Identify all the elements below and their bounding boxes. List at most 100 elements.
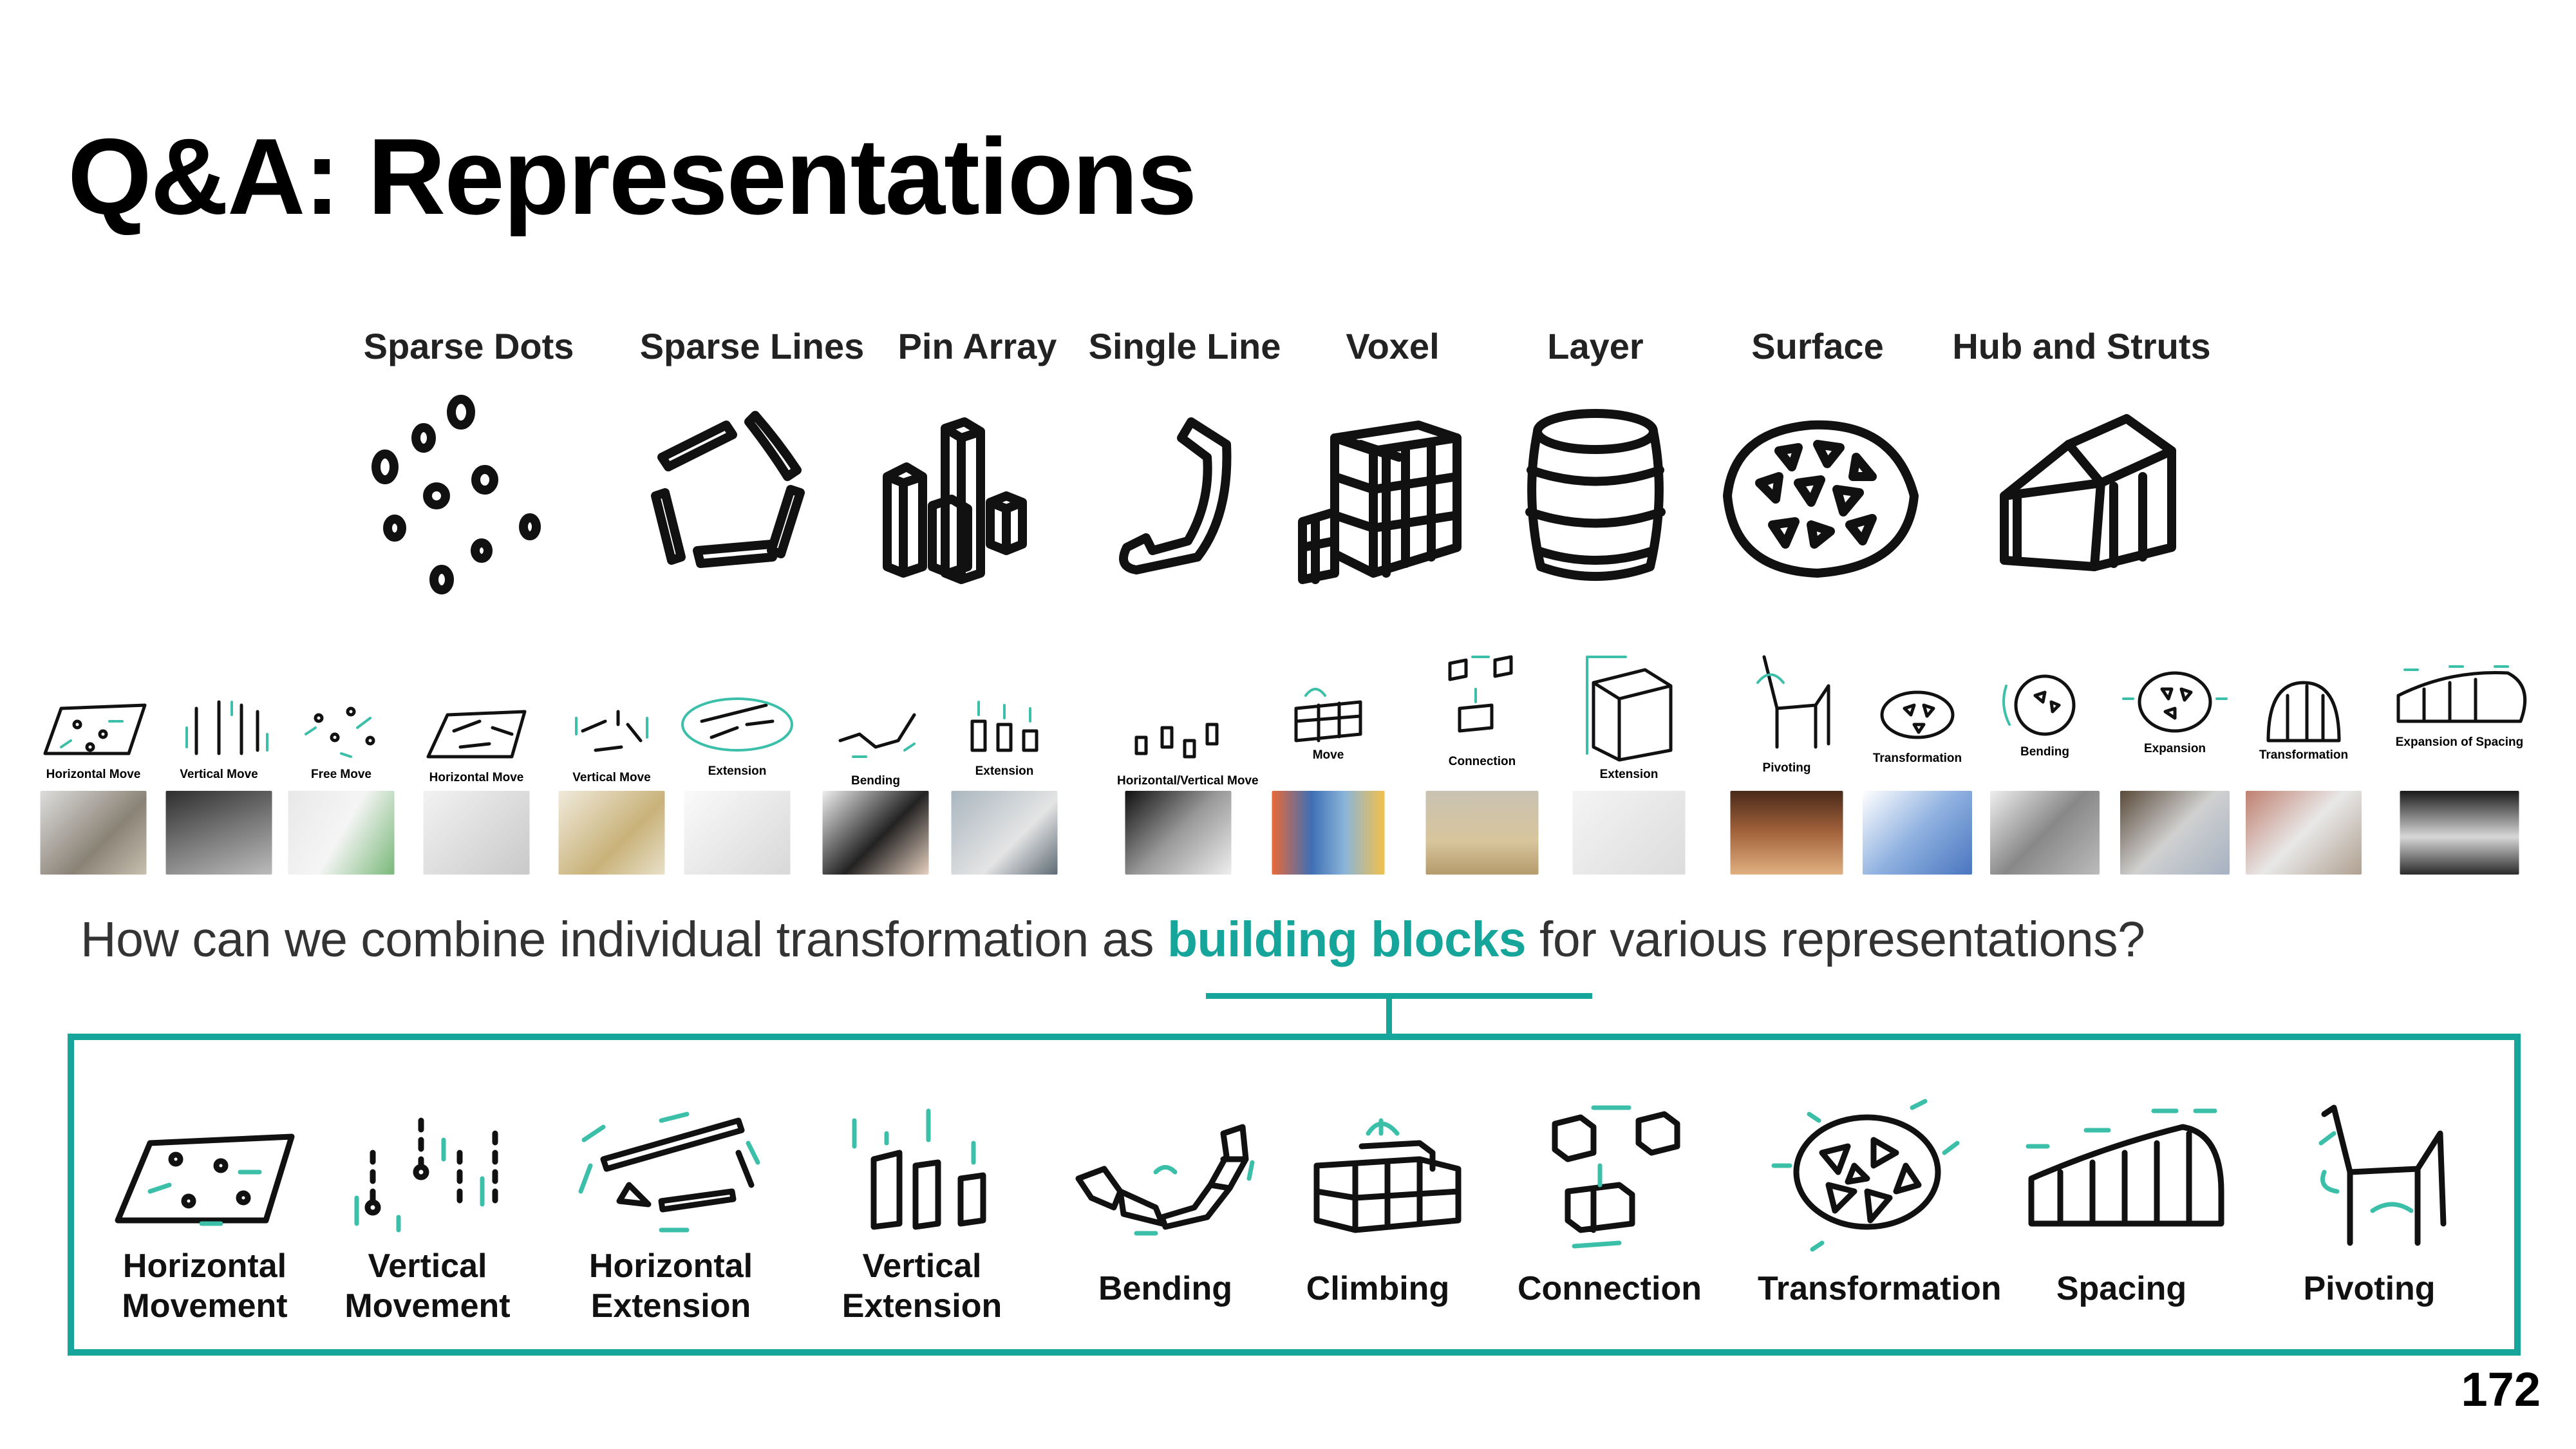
rep-label-hub-and-struts: Hub and Struts — [1952, 326, 2211, 366]
horizontal-extension-icon — [565, 1095, 777, 1243]
example-extension-2: Extension — [943, 686, 1066, 779]
voxel-sketch-icon — [1277, 386, 1509, 599]
example-label: Extension — [708, 764, 767, 778]
example-label: Free Move — [311, 768, 371, 781]
example-sketch-icon — [415, 692, 538, 770]
example-label: Horizontal Move — [429, 771, 524, 784]
block-pivoting: Pivoting — [2263, 1095, 2476, 1307]
example-label: Vertical Move — [572, 771, 651, 784]
example-horizontal-move: Horizontal Move — [32, 689, 155, 782]
example-label: Move — [1312, 748, 1344, 762]
bending-icon — [1059, 1095, 1272, 1243]
example-photo — [288, 791, 395, 875]
example-photo — [1730, 791, 1843, 875]
block-transformation: Transformation — [1758, 1095, 2002, 1307]
example-extension: Extension — [676, 686, 798, 779]
sparse-lines-sketch-icon — [636, 386, 868, 599]
example-sketch-icon — [1421, 644, 1543, 753]
example-sketch-icon — [676, 686, 798, 763]
example-label: Horizontal/Vertical Move — [1117, 774, 1259, 788]
vertical-movement-icon — [321, 1095, 534, 1243]
example-label: Bending — [2020, 745, 2069, 759]
example-label: Extension — [975, 764, 1034, 778]
example-expansion-of-spacing: Expansion of Spacing — [2379, 657, 2540, 750]
example-expansion: Expansion — [2114, 663, 2236, 756]
example-photo — [1125, 791, 1232, 875]
block-label: Connection — [1518, 1270, 1702, 1307]
example-photo — [40, 791, 147, 875]
example-photo — [2246, 791, 2362, 875]
example-sketch-icon — [1568, 644, 1690, 766]
example-label: Expansion — [2143, 742, 2206, 755]
example-sketch-icon — [1117, 696, 1239, 773]
vertical-extension-icon — [816, 1095, 1028, 1243]
example-sketch-icon — [158, 689, 280, 766]
question-after: for various representations? — [1526, 912, 2145, 967]
horizontal-movement-icon — [99, 1095, 311, 1243]
example-photo — [951, 791, 1058, 875]
example-photo — [423, 791, 530, 875]
example-photo — [822, 791, 929, 875]
block-spacing: Spacing — [2015, 1095, 2228, 1307]
connection-icon — [1503, 1095, 1716, 1249]
example-extension-3: Extension — [1568, 644, 1690, 782]
example-sketch-icon — [2242, 670, 2365, 747]
example-vertical-move: Vertical Move — [158, 689, 280, 782]
example-horizontal-move-2: Horizontal Move — [415, 692, 538, 785]
example-sketch-icon — [814, 696, 937, 773]
block-label: Bending — [1098, 1270, 1232, 1307]
example-label: Vertical Move — [180, 768, 258, 781]
rep-label-pin-array: Pin Array — [898, 326, 1057, 366]
question-before: How can we combine individual transforma… — [80, 912, 1167, 967]
block-label: Climbing — [1306, 1270, 1450, 1307]
example-photo — [1863, 791, 1972, 875]
example-photo — [1272, 791, 1385, 875]
rep-label-voxel: Voxel — [1346, 326, 1440, 366]
example-sketch-icon — [2379, 657, 2540, 734]
example-sketch-icon — [1984, 667, 2106, 744]
example-photo — [1990, 791, 2100, 875]
example-label: Expansion of Spacing — [2395, 735, 2524, 749]
rep-label-sparse-dots: Sparse Dots — [363, 326, 574, 366]
bracket-horizontal — [1206, 993, 1592, 999]
example-photo — [2120, 791, 2230, 875]
block-bending: Bending — [1059, 1095, 1272, 1307]
single-line-sketch-icon — [1069, 386, 1301, 599]
surface-sketch-icon — [1702, 386, 1933, 599]
example-sketch-icon — [280, 689, 402, 766]
example-sketch-icon — [32, 689, 155, 766]
slide-title: Q&A: Representations — [68, 116, 1197, 237]
example-vertical-move-2: Vertical Move — [550, 692, 673, 785]
spacing-icon — [2015, 1095, 2228, 1243]
page-number: 172 — [2461, 1363, 2541, 1416]
climbing-icon — [1272, 1095, 1484, 1243]
building-blocks-box — [68, 1034, 2521, 1356]
example-label: Bending — [851, 774, 900, 788]
example-label: Transformation — [1872, 752, 1962, 765]
rep-label-layer: Layer — [1547, 326, 1644, 366]
rep-label-surface: Surface — [1751, 326, 1884, 366]
example-photo — [1572, 791, 1686, 875]
example-photo — [1425, 791, 1539, 875]
hub-and-struts-sketch-icon — [1966, 386, 2197, 599]
example-transformation: Transformation — [1856, 673, 1979, 766]
bracket-vertical — [1386, 996, 1392, 1036]
example-label: Transformation — [2259, 748, 2349, 762]
example-sketch-icon — [550, 692, 673, 770]
question-highlight: building blocks — [1167, 912, 1527, 967]
example-sketch-icon — [1267, 670, 1389, 747]
example-connection: Connection — [1421, 644, 1543, 769]
example-transformation-2: Transformation — [2242, 670, 2365, 762]
example-bending-2: Bending — [1984, 667, 2106, 759]
block-connection: Connection — [1503, 1095, 1716, 1307]
transformation-icon — [1758, 1095, 1970, 1252]
example-sketch-icon — [2114, 663, 2236, 741]
block-label: Spacing — [2056, 1270, 2187, 1307]
